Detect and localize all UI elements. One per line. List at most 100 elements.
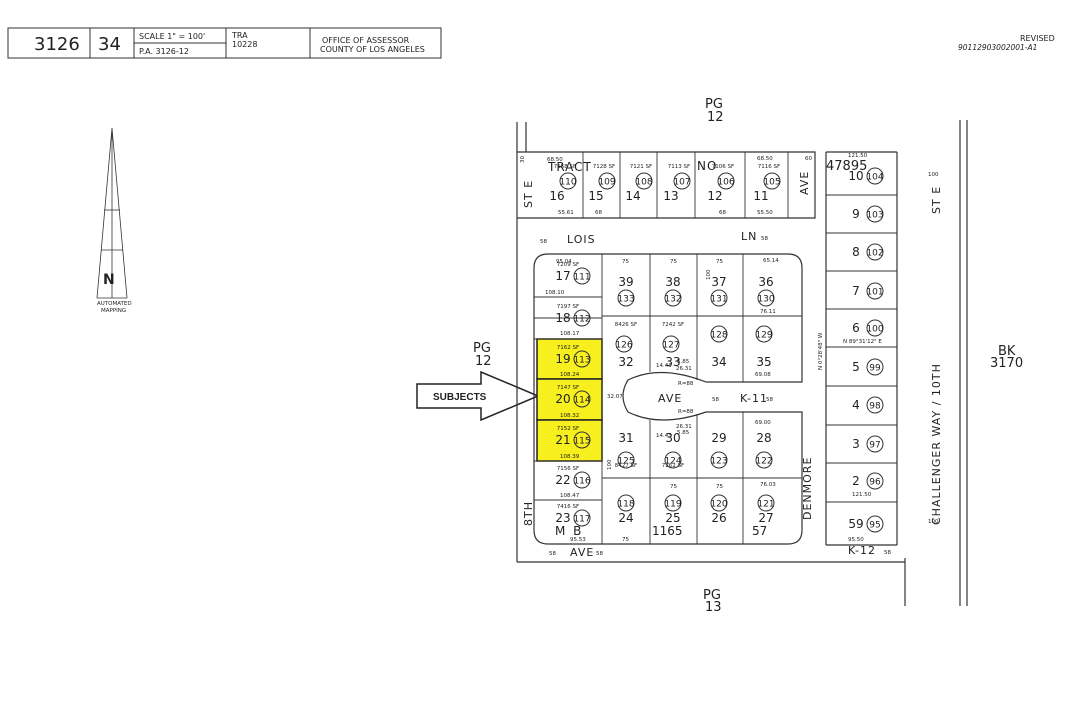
- dim-text: 75: [622, 537, 629, 543]
- dim-text: N 89°31'12" E: [843, 339, 882, 345]
- bottom-lot-26-parcel: 120: [710, 500, 727, 510]
- street-ave-bottom: AVE: [570, 546, 594, 559]
- subject-lot-21: [537, 420, 602, 461]
- right-lot-2-number: 2: [852, 474, 860, 488]
- dim-text: 58: [884, 550, 891, 556]
- upper-lot-37-number: 37: [711, 275, 726, 289]
- low-lot-29-parcel-circle: [711, 452, 727, 468]
- right-lot-2-parcel: 96: [869, 478, 881, 488]
- dim-text: 58: [540, 239, 547, 245]
- left-lot-19-number: 19: [555, 352, 570, 366]
- left-lot-22-parcel-circle: [574, 472, 590, 488]
- right-lot-8-number: 8: [852, 245, 860, 259]
- left-lot-23-sf: 7416 SF: [557, 504, 579, 510]
- top-lot-11-parcel: 105: [763, 178, 780, 188]
- revised-code: 90112903002001-A1: [958, 43, 1037, 52]
- top-lot-11-number: 11: [753, 189, 768, 203]
- dim-text: 108.17: [560, 331, 580, 337]
- dim-text: 5.85: [677, 359, 690, 365]
- right-lot-59-parcel: 95: [869, 521, 880, 531]
- dim-text: 26.31: [676, 424, 692, 430]
- left-lot-22-number: 22: [555, 473, 570, 487]
- street-k11: K-11: [740, 392, 768, 405]
- subject-lots: [537, 339, 602, 461]
- right-lot-8-parcel: 102: [866, 249, 883, 259]
- dim-text: 68: [719, 210, 726, 216]
- dim-text: 14.43: [656, 363, 672, 369]
- top-lot-16-parcel-circle: [560, 173, 576, 189]
- dim-text: 75: [716, 259, 723, 265]
- dim-text: 108.47: [560, 493, 580, 499]
- mb-number: 1165: [652, 524, 683, 538]
- dim-text: 58: [549, 551, 556, 557]
- upper-lot-37-parcel: 131: [710, 295, 727, 305]
- right-lot-9-number: 9: [852, 207, 860, 221]
- revised-label: REVISED: [1020, 34, 1055, 43]
- right-lot-dividers: [826, 195, 897, 502]
- dim-text: 76.11: [760, 309, 776, 315]
- top-lot-13-parcel: 107: [673, 178, 690, 188]
- street-st-e-right: ST E: [930, 186, 943, 214]
- upper-lot-38-parcel-circle: [665, 290, 681, 306]
- pg-left-num: 12: [475, 354, 492, 369]
- low-lot-28-number: 28: [756, 431, 771, 445]
- top-lot-12-parcel: 106: [717, 178, 734, 188]
- bottom-lot-26-number: 26: [711, 511, 726, 525]
- scale-label: SCALE 1" = 100': [139, 32, 205, 41]
- left-lot-18-parcel-circle: [574, 310, 590, 326]
- dim-text: 100: [928, 172, 939, 178]
- top-lot-13-sf: 7113 SF: [668, 164, 690, 170]
- low-lot-28-parcel: 122: [755, 457, 772, 467]
- mid-lot-34-parcel-circle: [711, 326, 727, 342]
- subject-lot-20: [537, 379, 602, 420]
- dim-text: 100: [706, 269, 712, 280]
- dim-text: 5.85: [677, 430, 690, 436]
- right-lot-7-parcel: 101: [866, 288, 883, 298]
- dim-text: 68.50: [547, 157, 563, 163]
- top-lot-16-parcel: 110: [559, 178, 576, 188]
- bottom-lot-26-parcel-circle: [711, 495, 727, 511]
- left-lot-19-parcel-circle: [574, 351, 590, 367]
- inner-block: [534, 254, 802, 544]
- top-lot-16-number: 16: [549, 189, 564, 203]
- pg-top-num: 12: [707, 110, 724, 125]
- right-lot-3-number: 3: [852, 437, 860, 451]
- right-lot-10-parcel: 104: [866, 173, 883, 183]
- mb-label: M B: [555, 524, 583, 538]
- low-lot-30-sf: 7262 SF: [662, 463, 684, 469]
- right-lot-7-number: 7: [852, 284, 860, 298]
- bottom-lot-25-parcel-circle: [665, 495, 681, 511]
- bk-num: 3170: [990, 356, 1023, 371]
- left-lot-23-parcel: 117: [573, 515, 590, 525]
- dim-text: 95.04: [556, 259, 572, 265]
- low-lot-30-number: 30: [665, 431, 680, 445]
- mid-lot-33-parcel-circle: [663, 336, 679, 352]
- bottom-lot-24-number: 24: [618, 511, 633, 525]
- left-lot-20-parcel-circle: [574, 391, 590, 407]
- dim-text: 55.61: [558, 210, 574, 216]
- street-k12: K-12: [848, 544, 876, 557]
- dim-text: 75: [670, 484, 677, 490]
- right-lot-5-parcel: 99: [869, 364, 881, 374]
- left-lot-17-sf: 7209 SF: [557, 262, 579, 268]
- dim-text: 76.03: [760, 482, 776, 488]
- low-lot-31-sf: 8427 SF: [615, 463, 637, 469]
- upper-lot-38-parcel: 132: [664, 295, 681, 305]
- street-ln: LN: [741, 230, 757, 243]
- north-caption-1: AUTOMATED: [97, 301, 132, 307]
- street-st-e-left: ST E: [522, 180, 535, 208]
- right-lot-6-parcel: 100: [866, 325, 883, 335]
- left-lot-17-parcel-circle: [574, 268, 590, 284]
- top-lot-15-parcel: 109: [598, 178, 615, 188]
- mid-lot-32-parcel: 126: [615, 341, 632, 351]
- street-lines: [517, 120, 967, 606]
- left-lot-21-parcel-circle: [574, 432, 590, 448]
- subjects-label: SUBJECTS: [433, 392, 487, 403]
- mid-lot-34-parcel: 128: [710, 331, 727, 341]
- dim-text: 30: [520, 156, 526, 163]
- bottom-lot-25-parcel: 119: [664, 500, 681, 510]
- top-lot-15-sf: 7128 SF: [593, 164, 615, 170]
- top-lot-dividers: [583, 152, 788, 218]
- left-lot-18-sf: 7197 SF: [557, 304, 579, 310]
